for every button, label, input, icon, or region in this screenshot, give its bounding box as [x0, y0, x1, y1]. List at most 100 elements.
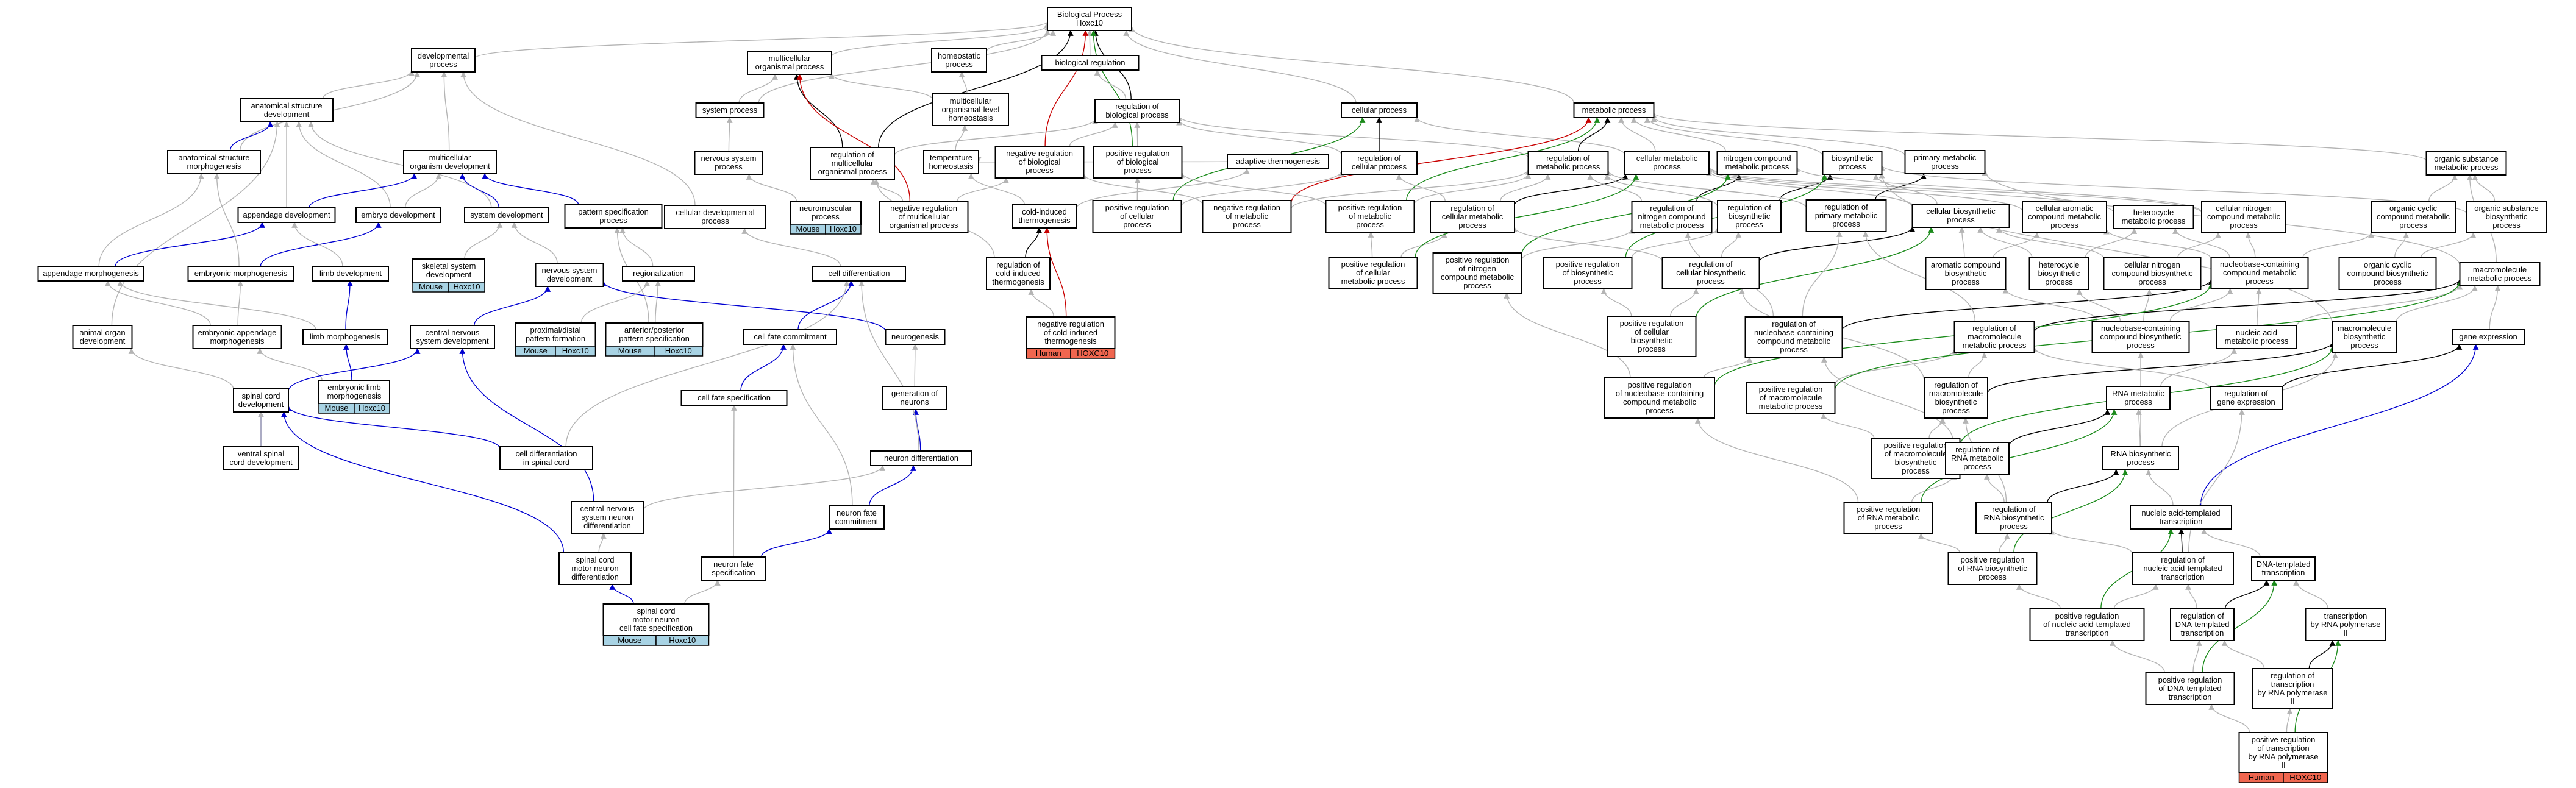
go-term-node[interactable]: limb morphogenesis — [302, 329, 388, 345]
go-term-node[interactable]: cell fate commitment — [743, 329, 837, 345]
go-term-node[interactable]: system development — [464, 207, 549, 223]
go-term-node[interactable]: adaptive thermogenesis — [1227, 154, 1329, 169]
go-term-node[interactable]: cell differentiation — [812, 266, 906, 282]
go-term-node[interactable]: cell fate specification — [680, 390, 788, 406]
go-term-node[interactable]: biological regulation — [1041, 55, 1140, 71]
go-term-node[interactable]: appendage development — [237, 207, 336, 223]
go-term-node[interactable]: appendage morphogenesis — [37, 266, 144, 282]
go-term-node[interactable]: neurogenesis — [885, 329, 946, 345]
go-term-node[interactable]: metabolic process — [1573, 102, 1655, 118]
go-term-node[interactable]: regionalization — [622, 266, 695, 282]
go-term-node[interactable]: regulation ofmacromoleculebiosyntheticpr… — [1924, 377, 1988, 419]
go-term-node[interactable]: regulation ofnucleobase-containingcompou… — [1744, 316, 1843, 358]
go-term-node[interactable]: limb development — [312, 266, 389, 282]
go-term-node[interactable]: embryonic morphogenesis — [187, 266, 294, 282]
go-term-node[interactable]: cellular process — [1341, 102, 1418, 118]
go-term-node[interactable]: gene expression — [2452, 329, 2525, 345]
go-term-node[interactable]: embryo development — [355, 207, 441, 223]
